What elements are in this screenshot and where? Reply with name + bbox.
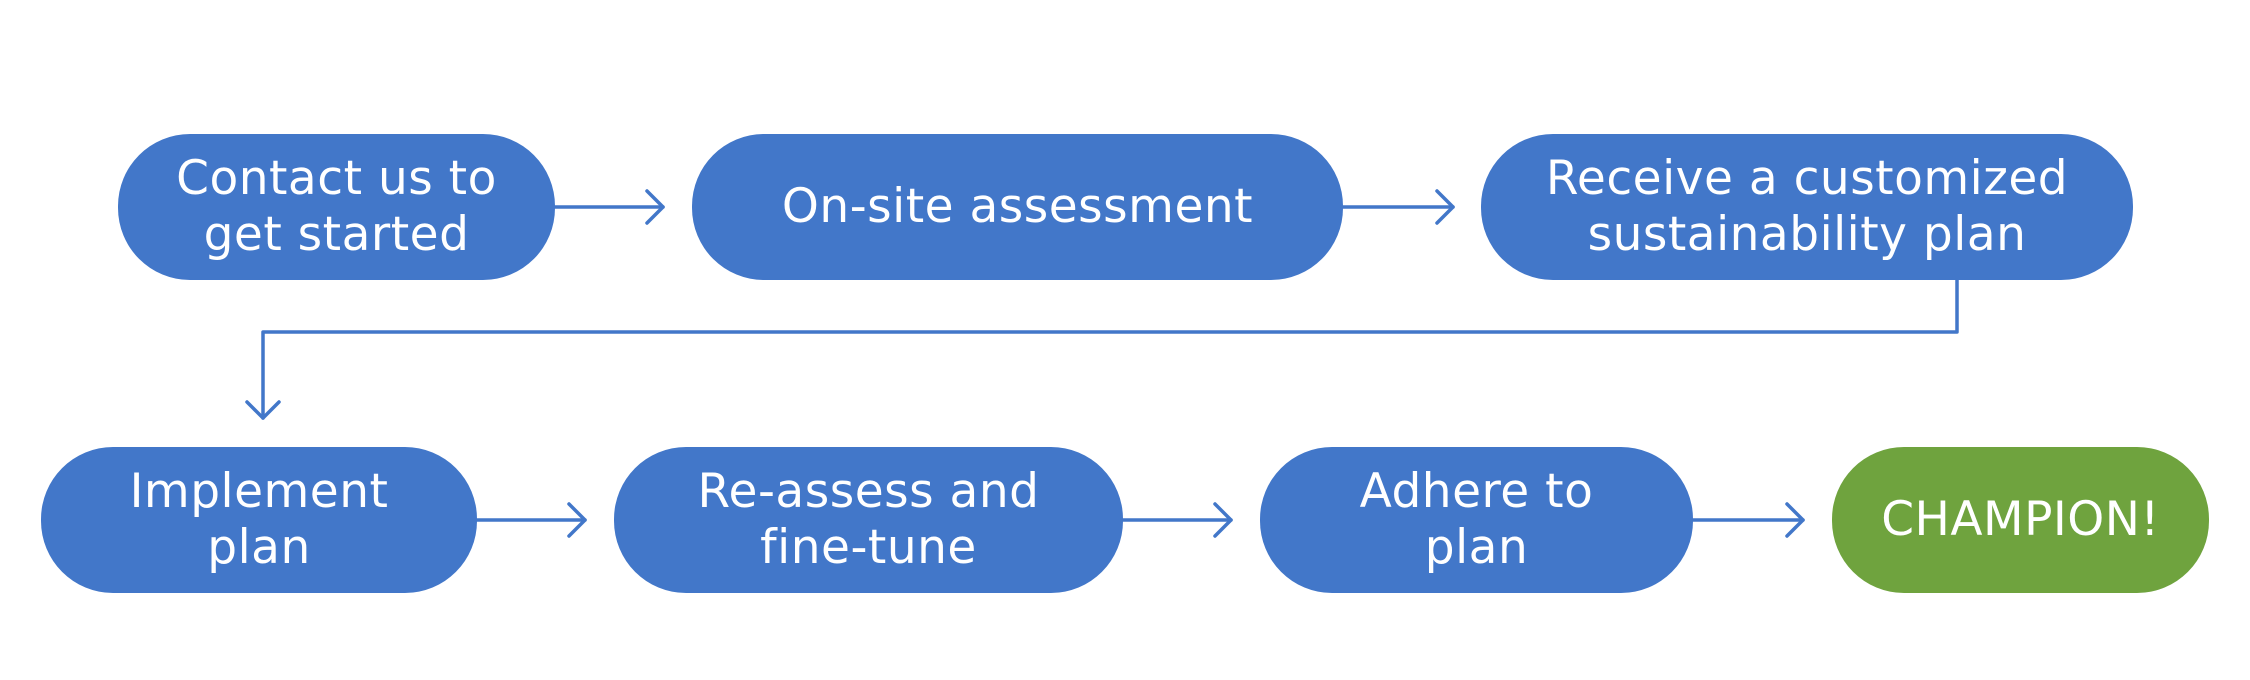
step-adhere-to-plan: Adhere to plan	[1260, 447, 1693, 593]
step-label-line: plan	[1424, 520, 1529, 575]
step-label-line: sustainability plan	[1587, 207, 2027, 262]
step-reassess-fine-tune: Re-assess and fine-tune	[614, 447, 1123, 593]
step-receive-plan: Receive a customized sustainability plan	[1481, 134, 2133, 280]
step-label-line: Implement	[129, 464, 389, 519]
step-label-line: fine-tune	[760, 520, 977, 575]
step-label-line: Contact us to	[176, 151, 497, 206]
step-champion: CHAMPION!	[1832, 447, 2209, 593]
edge-contact-to-assessment	[553, 189, 665, 225]
edge-reassess-to-adhere	[1121, 502, 1233, 538]
step-implement-plan: Implement plan	[41, 447, 477, 593]
step-label-line: CHAMPION!	[1881, 492, 2160, 547]
step-label-line: get started	[203, 207, 470, 262]
edge-plan-to-implement	[245, 278, 1959, 420]
edge-assessment-to-plan	[1341, 189, 1455, 225]
step-on-site-assessment: On-site assessment	[692, 134, 1343, 280]
step-contact-us: Contact us to get started	[118, 134, 555, 280]
step-label-line: Receive a customized	[1545, 151, 2069, 206]
edge-implement-to-reassess	[475, 502, 587, 538]
step-label-line: plan	[207, 520, 311, 575]
edge-adhere-to-champion	[1691, 502, 1805, 538]
step-label-line: On-site assessment	[781, 179, 1254, 234]
step-label-line: Re-assess and	[697, 464, 1040, 519]
step-label-line: Adhere to	[1359, 464, 1594, 519]
